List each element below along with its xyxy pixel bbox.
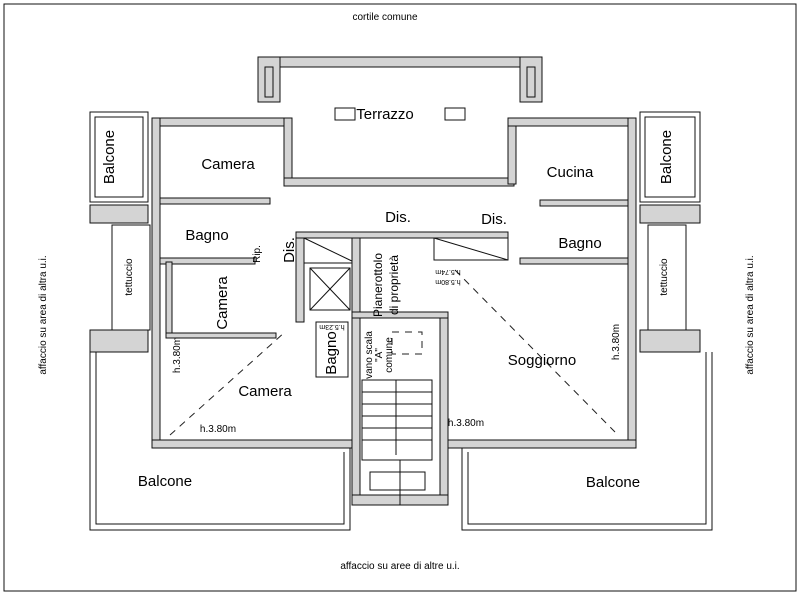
room-soggiorno: Soggiorno [508, 352, 576, 369]
vano-scala-label-3: comune [384, 337, 395, 373]
height-380-right: h.3.80m [448, 418, 484, 429]
left-label: affaccio su area di altra u.i. [38, 255, 49, 374]
building-walls [151, 117, 637, 506]
height-380-left-vertical: h.3.80m [172, 337, 183, 373]
tettuccio-left: tettuccio [124, 258, 135, 296]
room-rip: Rip. [252, 245, 263, 263]
height-574: h.5.74m [435, 268, 460, 275]
plan-border [3, 3, 797, 592]
height-380-right-vertical: h.3.80m [611, 324, 622, 360]
height-580: h.5.80m [435, 278, 460, 285]
room-camera-mid: Camera [214, 276, 231, 330]
top-label: cortile comune [352, 12, 417, 23]
balconies [89, 111, 713, 531]
room-dis-left: Dis. [281, 237, 298, 263]
pianerottolo-label-1: Pianerottolo [371, 253, 385, 317]
height-380-left: h.3.80m [200, 424, 236, 435]
room-terrazzo: Terrazzo [356, 106, 414, 123]
pianerottolo-label-2: di proprietà [387, 255, 401, 315]
room-balcone-top-right: Balcone [658, 130, 675, 184]
vano-scala-label-1: vano scala [364, 331, 375, 379]
room-balcone-bottom-right: Balcone [586, 474, 640, 491]
height-523: h.5.23m [319, 323, 344, 330]
room-bagno-left: Bagno [185, 227, 228, 244]
room-camera-bottom: Camera [238, 383, 292, 400]
vano-scala-label-2: "A" [374, 348, 385, 362]
room-bagno-small: Bagno [323, 331, 340, 374]
room-dis-right: Dis. [481, 211, 507, 228]
tettuccio-right: tettuccio [659, 258, 670, 296]
room-dis-center: Dis. [385, 209, 411, 226]
room-bagno-right: Bagno [558, 235, 601, 252]
room-camera-top: Camera [201, 156, 255, 173]
room-balcone-top-left: Balcone [101, 130, 118, 184]
bottom-label: affaccio su aree di altre u.i. [340, 561, 459, 572]
room-cucina: Cucina [547, 164, 594, 181]
room-balcone-bottom-left: Balcone [138, 473, 192, 490]
terrazzo-structure [257, 56, 543, 121]
right-label: affaccio su area di altra u.i. [745, 255, 756, 374]
